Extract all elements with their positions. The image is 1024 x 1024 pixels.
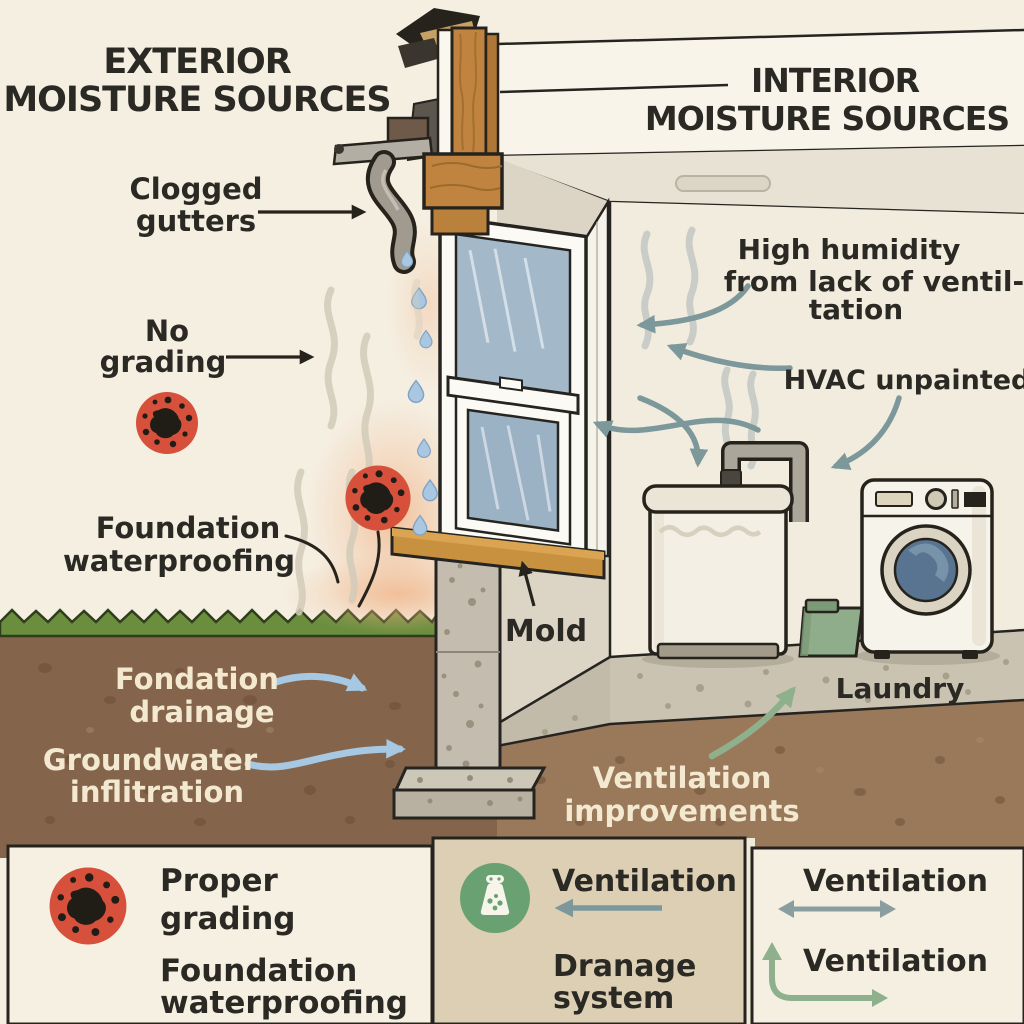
mold-spore-foundation [345,465,411,531]
groundwater-infiltration-label-line1: Groundwater [43,743,258,777]
legend-ventilation-exhaust-label: Ventilation [552,864,737,899]
exterior-title-line2: MOISTURE SOURCES [3,80,390,120]
legend-proper-grading-line1: Proper [160,863,279,899]
window-lower-glass [466,408,560,533]
groundwater-arrow [244,739,406,771]
appliances [642,441,1000,668]
pier-speckles [441,563,486,768]
water-tank-base [656,642,780,660]
ventilation-bag-icon [460,863,530,933]
green-bin [798,606,864,658]
soil-speckles [38,663,1005,826]
sash-lift-tab [499,376,523,392]
interior-title-line1: INTERIOR [751,61,920,100]
washer-display [875,491,913,507]
foundation-drainage-label-line2: drainage [129,695,274,729]
interior-subsoil [497,698,1024,858]
footing-speckles [417,775,523,806]
ventilation-improvements-label-line2: improvements [564,794,799,828]
window-upper-glass [454,232,572,396]
slab-speckles [542,659,1009,735]
wood-post [450,26,488,158]
wood-beam [422,152,504,210]
no-grading-label-line2: grading [100,345,227,379]
washer-knob [925,488,947,510]
glass-streaks [468,248,545,352]
high-humidity-label-line2: from lack of ventil- [724,265,1024,298]
legend-drainage-system-line2: system [553,981,674,1016]
legend-ventilation-circulation-label: Ventilation [803,944,988,979]
water-level-line [658,525,762,537]
water-tank [648,500,788,656]
leader-lines [284,530,381,608]
airflow-arrows-teal [592,283,902,471]
mold-arrow [518,560,536,607]
legend-foundation-waterproofing-line1: Foundation [160,953,357,989]
foundation-drainage-label-line1: Fondation [115,662,279,696]
legend-ventilation-double-arrow [778,900,896,918]
label-arrows-black [226,204,536,607]
mold-spore-left [136,392,198,454]
groundwater-infiltration-label-line2: inflitration [70,775,244,809]
clogged-gutters-label-line2: gutters [136,204,256,238]
no-grading-label-line1: No [145,314,189,348]
legend [6,836,1024,1024]
legend-ventilation-cross-label: Ventilation [803,864,988,899]
high-humidity-label-line1: High humidity [738,233,961,266]
interior-title-line2: MOISTURE SOURCES [645,99,1009,138]
green-bin-rim [804,598,840,614]
laundry-label: Laundry [836,672,965,705]
glass-streaks-lower [480,425,552,521]
hvac-label: HVAC unpainted [784,365,1024,396]
high-humidity-label-line3: tation [809,293,903,326]
water-tank-lid [642,484,794,514]
legend-foundation-waterproofing-line2: waterproofing [160,985,408,1021]
ceiling-vent-pill [675,175,771,192]
legend-drainage-system-line1: Dranage [553,949,696,984]
ventilation-improvements-arrow [708,686,796,760]
exterior-title-line1: EXTERIOR [103,42,291,82]
legend-mold-spore-icon [49,867,127,945]
sill-highlight [392,528,604,560]
foundation-pier [392,554,547,820]
wall-trim-strip [436,28,454,158]
legend-proper-grading-line2: grading [160,901,295,937]
mold-label: Mold [505,614,587,649]
footing-front [392,788,536,820]
legend-panel-right [750,846,1024,1024]
foundation-waterproofing-label-line1: Foundation [96,511,281,545]
text-layer: EXTERIOR MOISTURE SOURCES INTERIOR MOIST… [3,42,1024,1021]
downspout [370,154,413,270]
clogged-gutters-label-line1: Clogged [129,172,262,206]
groundwater-arrows-blue [244,672,406,771]
washer-control-panel [964,492,986,507]
roof-eave-assembly [332,8,504,274]
legend-ventilation-curve-arrow [762,942,888,1007]
ventilation-improvements-label-line1: Ventilation [593,761,772,795]
foundation-drainage-arrow [272,672,368,692]
wood-beam-lower [430,206,490,236]
foundation-waterproofing-label-line2: waterproofing [63,544,295,578]
window [390,197,610,580]
